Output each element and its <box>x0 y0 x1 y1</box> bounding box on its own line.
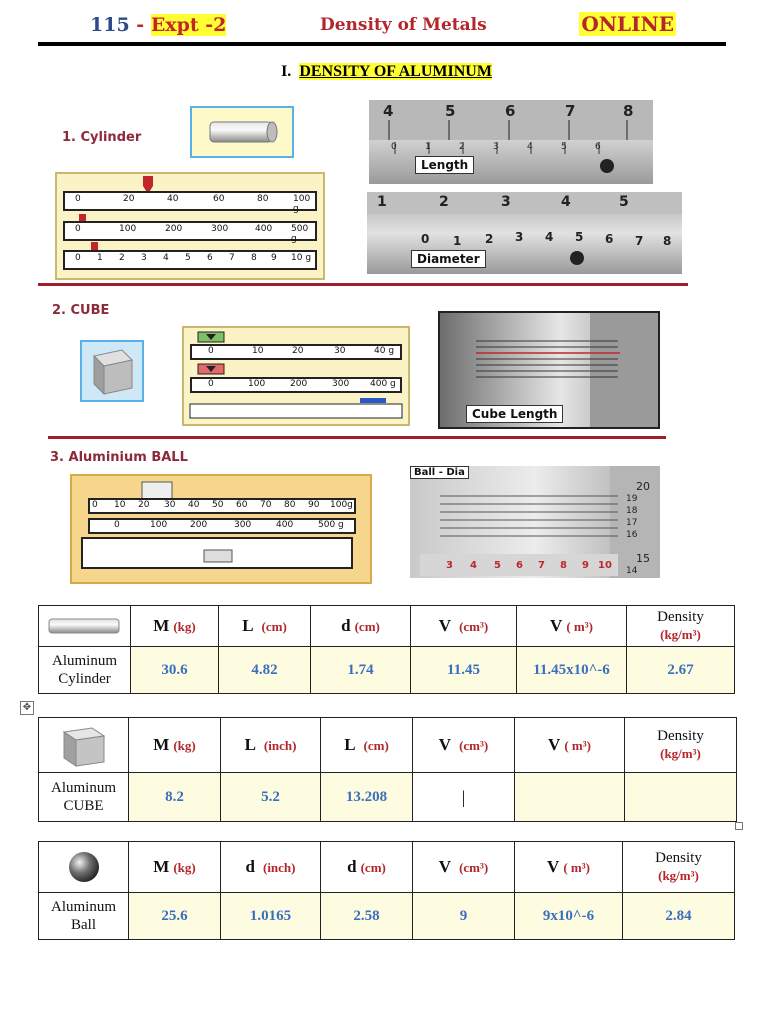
table-move-handle-icon[interactable]: ✥ <box>20 701 34 715</box>
cube-icon <box>92 349 134 396</box>
cylinder-thumb-cell <box>38 605 131 647</box>
volume-cm3-value[interactable]: 9 <box>412 892 515 940</box>
balance-riders <box>79 176 153 252</box>
ball-icon <box>68 852 99 882</box>
cube-icon <box>62 727 105 767</box>
mass-value[interactable]: 25.6 <box>128 892 221 940</box>
density-value[interactable]: 2.67 <box>626 646 735 694</box>
micrometer-graphic <box>476 313 658 427</box>
header-volume-m3: V ( m³) <box>514 841 623 893</box>
ball-balance: 0 10 20 30 40 50 60 70 80 90 100g 0 100 … <box>70 474 372 584</box>
diameter-cm-value[interactable]: 2.58 <box>320 892 413 940</box>
header-mass: M (kg) <box>128 841 221 893</box>
mass-value[interactable]: 30.6 <box>130 646 219 694</box>
length-value[interactable]: 4.82 <box>218 646 311 694</box>
header-diameter-cm: d (cm) <box>320 841 413 893</box>
volume-m3-value[interactable]: 9x10^-6 <box>514 892 623 940</box>
micrometer-ball-image: Ball - Dia 3 4 5 6 7 8 9 10 20 19 18 17 … <box>410 466 660 578</box>
cube-balance-graphic <box>189 331 403 419</box>
mode-badge: ONLINE <box>579 12 676 36</box>
header-diameter-inch: d (inch) <box>220 841 321 893</box>
beam-top: 0 20 40 60 80 100 g <box>63 191 317 214</box>
length-inch-value[interactable]: 5.2 <box>220 772 321 822</box>
ball-table: M (kg) d (inch) d (cm) V (cm³) V ( m³) D… <box>38 841 735 940</box>
cube-beam-top: 0 10 20 30 40 g <box>190 344 402 360</box>
caliper-dia-graphic <box>367 192 682 265</box>
cube-table: M (kg) L (inch) L (cm) V (cm³) V ( m³) D… <box>38 717 737 822</box>
cylinder-icon <box>209 121 278 143</box>
volume-cm3-input-caret[interactable]: | <box>412 772 515 822</box>
header-volume-cm3: V (cm³) <box>412 841 515 893</box>
cube-length-tag: Cube Length <box>466 405 564 423</box>
part-cube-label: 2. CUBE <box>52 303 110 318</box>
volume-m3-value[interactable] <box>514 772 625 822</box>
table-header-row: M (kg) L (cm) d (cm) V (cm³) V ( m³) Den… <box>38 605 735 647</box>
table-header-row: M (kg) d (inch) d (cm) V (cm³) V ( m³) D… <box>38 841 735 893</box>
table-header-row: M (kg) L (inch) L (cm) V (cm³) V ( m³) D… <box>38 717 737 773</box>
divider-1 <box>38 283 688 286</box>
cylinder-icon <box>48 618 119 634</box>
header-density: Density(kg/m³) <box>624 717 737 773</box>
header-mass: M (kg) <box>128 717 221 773</box>
page-header: 115 - Expt -2 Density of Metals ONLINE <box>38 12 726 46</box>
length-cm-value[interactable]: 13.208 <box>320 772 413 822</box>
beam-middle: 0 100 200 300 400 500 g <box>63 221 317 244</box>
cylinder-photo <box>190 106 294 158</box>
volume-m3-value[interactable]: 11.45x10^-6 <box>516 646 627 694</box>
header-volume-cm3: V (cm³) <box>412 717 515 773</box>
beam-bottom: 0 1 2 3 4 5 6 7 8 9 10 g <box>63 250 317 270</box>
divider-2 <box>48 436 666 439</box>
cube-thumb-cell <box>38 717 129 773</box>
caliper-scale-graphic <box>369 100 653 173</box>
mass-value[interactable]: 8.2 <box>128 772 221 822</box>
header-density: Density(kg/m³) <box>626 605 735 647</box>
caliper-diameter-image: 1 2 3 4 5 0 1 2 3 4 5 6 7 8 Diameter <box>367 192 682 274</box>
page-title: Density of Metals <box>320 15 487 35</box>
cube-beam-middle: 0 100 200 300 400 g <box>190 377 402 393</box>
length-tag: Length <box>415 156 475 174</box>
header-volume-m3: V ( m³) <box>514 717 625 773</box>
header-length-inch: L (inch) <box>220 717 321 773</box>
diameter-tag: Diameter <box>411 250 486 268</box>
course-number: 115 - Expt -2 <box>90 14 227 36</box>
section-title: I. DENSITY OF ALUMINUM <box>281 63 492 80</box>
micrometer-cube-image: Cube Length <box>438 311 660 429</box>
ball-balance-graphic <box>81 481 353 569</box>
cylinder-balance: 0 20 40 60 80 100 g 0 100 200 300 400 50… <box>55 172 325 280</box>
part-ball-label: 3. Aluminium BALL <box>50 450 188 465</box>
header-length: L (cm) <box>218 605 311 647</box>
ball-beam-middle: 0 100 200 300 400 500 g <box>88 518 356 534</box>
table-resize-handle-icon[interactable] <box>735 822 743 830</box>
header-volume-m3: V ( m³) <box>516 605 627 647</box>
experiment-label: Expt -2 <box>150 14 227 36</box>
caliper-length-image: 4 5 6 7 8 0 1 2 3 4 5 6 Length <box>369 100 653 184</box>
header-density: Density(kg/m³) <box>622 841 735 893</box>
diameter-inch-value[interactable]: 1.0165 <box>220 892 321 940</box>
density-value[interactable] <box>624 772 737 822</box>
header-length-cm: L (cm) <box>320 717 413 773</box>
density-value[interactable]: 2.84 <box>622 892 735 940</box>
ball-micrometer-graphic <box>420 466 660 578</box>
header-volume-cm3: V (cm³) <box>410 605 517 647</box>
part-cylinder-label: 1. Cylinder <box>62 130 142 145</box>
ball-thumb-cell <box>38 841 129 893</box>
header-diameter: d (cm) <box>310 605 411 647</box>
ball-beam-top: 0 10 20 30 40 50 60 70 80 90 100g <box>88 498 356 514</box>
cube-balance: 0 10 20 30 40 g 0 100 200 300 400 g <box>182 326 410 426</box>
ball-dia-tag: Ball - Dia <box>410 466 469 479</box>
header-mass: M (kg) <box>130 605 219 647</box>
diameter-value[interactable]: 1.74 <box>310 646 411 694</box>
volume-cm3-value[interactable]: 11.45 <box>410 646 517 694</box>
cylinder-table: M (kg) L (cm) d (cm) V (cm³) V ( m³) Den… <box>38 605 735 694</box>
cube-photo <box>80 340 144 402</box>
